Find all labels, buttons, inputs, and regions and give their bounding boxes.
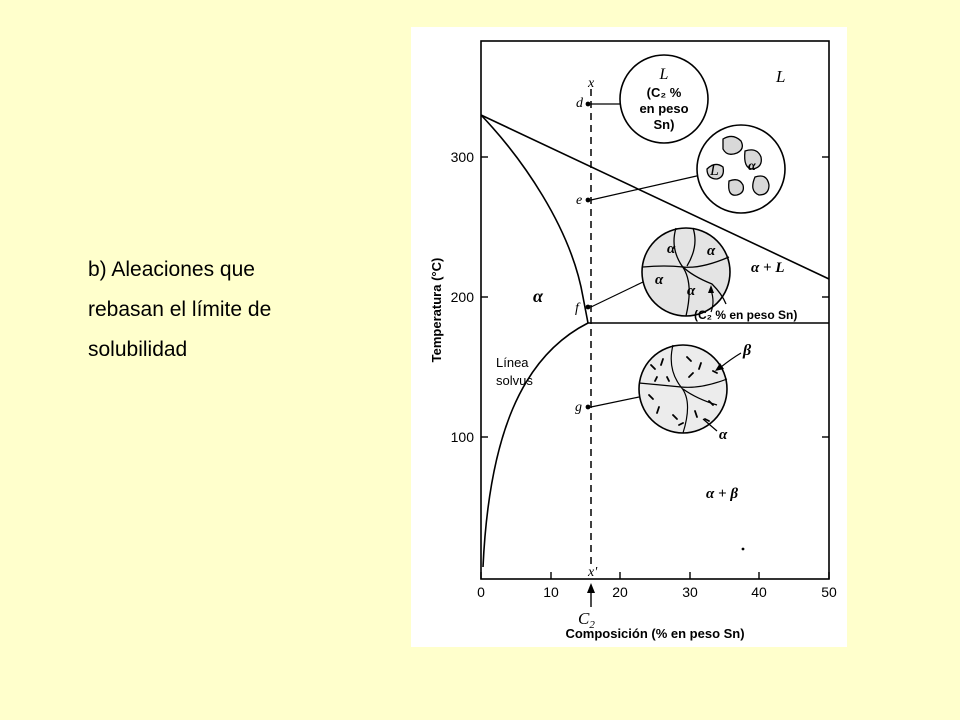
micro-e-alpha-label: α (748, 159, 756, 174)
phase-diagram-figure: 0 10 20 30 40 50 100 200 300 Composición… (411, 27, 847, 647)
micro-f-alpha-2: α (707, 243, 716, 259)
micro-f-alpha-3: α (655, 272, 664, 288)
region-alpha-liquid-label: α + L (751, 260, 785, 276)
micro-f-caption: (C₂ % en peso Sn) (694, 308, 797, 322)
point-x-label: x (587, 76, 595, 91)
point-e-label: e (576, 193, 582, 208)
region-alpha-beta-label: α + β (706, 486, 738, 502)
microstructure-f: α α α α (C₂ % en peso Sn) (641, 227, 797, 322)
micro-d-line-4: Sn) (654, 117, 675, 132)
c2-marker-label: C2 (578, 609, 595, 631)
micro-f-alpha-4: α (687, 283, 696, 299)
micro-f-alpha-1: α (667, 241, 676, 257)
microstructure-e: L α (696, 124, 786, 214)
solvus-line (482, 322, 589, 568)
x-tick-30: 30 (682, 584, 698, 600)
point-g-dot (585, 404, 591, 410)
point-x2-label: x' (587, 565, 598, 580)
microstructure-g: β α (638, 342, 752, 443)
micro-g-beta-label: β (742, 342, 752, 359)
point-e-dot (585, 197, 591, 203)
point-g-label: g (575, 400, 582, 415)
micro-g-alpha-label: α (719, 427, 728, 443)
y-tick-marks (481, 156, 488, 438)
slide-line-1: b) Aleaciones que (88, 258, 255, 281)
y-tick-200: 200 (451, 289, 475, 305)
solvus-label-line-2: solvus (496, 373, 533, 388)
x-tick-40: 40 (751, 584, 767, 600)
x-axis-label: Composición (% en peso Sn) (565, 626, 744, 641)
x-tick-marks (480, 156, 830, 579)
micro-e-liquid-label: L (709, 162, 719, 179)
leader-lines (590, 103, 702, 408)
region-liquid-label: L (775, 67, 785, 86)
plot-frame (480, 40, 830, 580)
slide-line-3: solubilidad (88, 338, 188, 361)
slide-text-block: b) Aleaciones que rebasan el límite de s… (88, 250, 388, 370)
point-f-dot (585, 304, 591, 310)
liquidus-line (480, 114, 830, 280)
micro-d-line-2: (C₂ % (647, 85, 682, 100)
x-tick-50: 50 (821, 584, 837, 600)
region-alpha-label: α (533, 286, 544, 306)
x-tick-0: 0 (477, 584, 485, 600)
point-f-label: f (575, 301, 581, 316)
speck (741, 547, 745, 551)
x-tick-10: 10 (543, 584, 559, 600)
phase-diagram-svg: 0 10 20 30 40 50 100 200 300 Composición… (429, 40, 837, 641)
microstructure-d: L (C₂ % en peso Sn) (619, 54, 709, 144)
slide-line-2: rebasan el límite de (88, 298, 272, 321)
point-d-dot (585, 101, 591, 107)
solidus-line (480, 114, 589, 324)
point-d-label: d (576, 96, 584, 111)
micro-d-line-1: L (659, 66, 669, 83)
y-tick-100: 100 (451, 429, 475, 445)
y-axis-label: Temperatura (°C) (429, 258, 444, 363)
x-tick-20: 20 (612, 584, 628, 600)
y-tick-300: 300 (451, 149, 475, 165)
solvus-label-line-1: Línea (496, 355, 529, 370)
micro-d-line-3: en peso (639, 101, 688, 116)
c2-arrow-head (587, 583, 595, 593)
